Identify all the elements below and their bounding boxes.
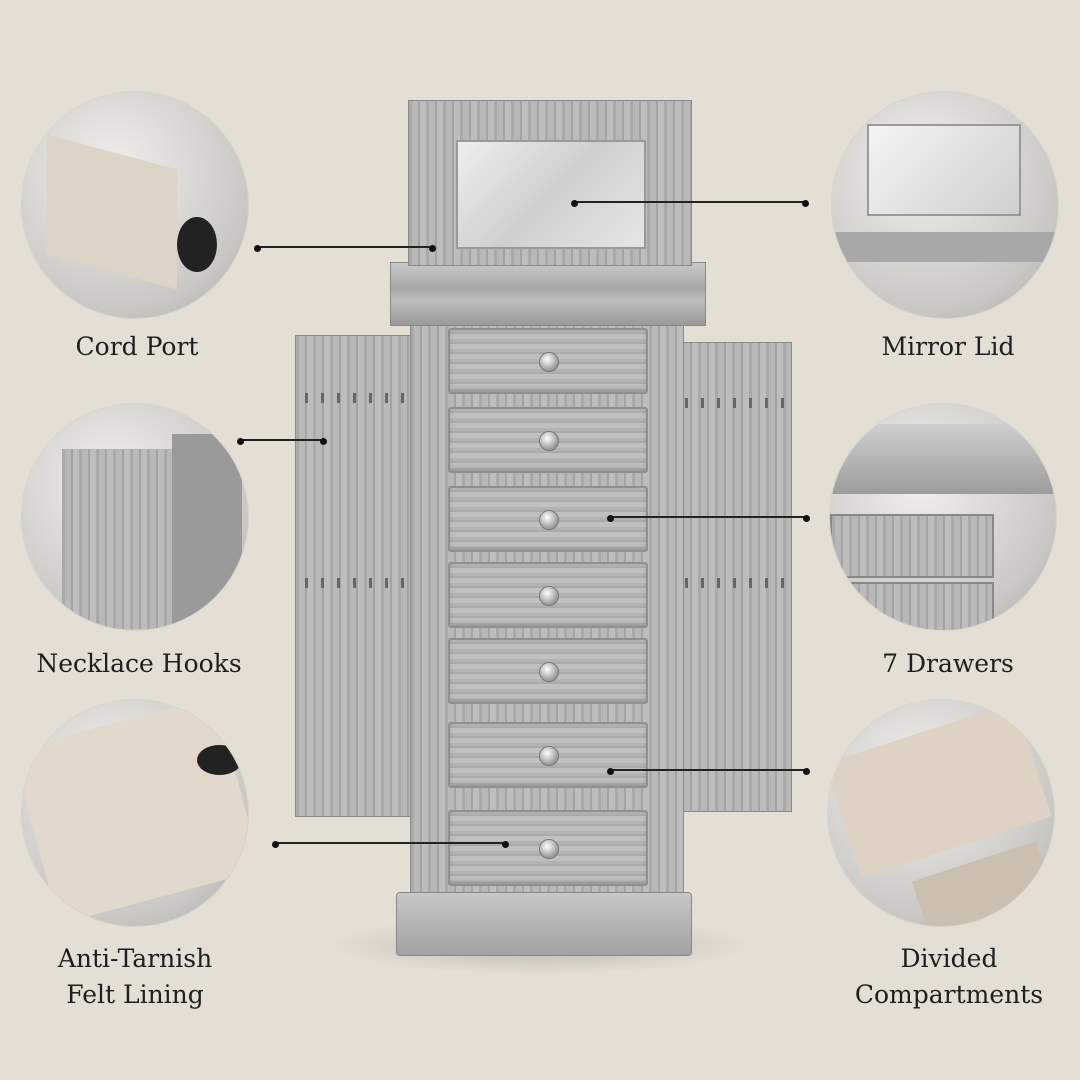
knob-icon [539, 510, 559, 530]
necklace-hooks-image [22, 404, 248, 630]
felt-lining-leader-line [275, 842, 505, 844]
drawer-7[interactable] [448, 810, 648, 886]
leader-dot [803, 514, 810, 522]
drawers-label: 7 Drawers [882, 649, 1014, 678]
mirror-lid-leader-line [574, 201, 806, 203]
crown [390, 262, 706, 326]
leader-dot [802, 199, 809, 207]
felt-lining-label-line2: Felt Lining [66, 980, 204, 1009]
cord-port-image [22, 92, 248, 318]
compartments-image [828, 700, 1054, 926]
left-door [295, 335, 414, 817]
right-door-hooks-top [685, 398, 785, 408]
knob-icon [539, 839, 559, 859]
leader-dot [607, 514, 614, 522]
compartments-leader-line [610, 769, 806, 771]
leader-dot [607, 767, 614, 775]
leader-dot [254, 244, 261, 252]
mirror-lid-label: Mirror Lid [881, 332, 1015, 361]
drawers-leader-line [610, 516, 806, 518]
felt-lining-image [22, 700, 248, 926]
felt-lining-label: Anti-Tarnish Felt Lining [5, 941, 265, 1013]
knob-icon [539, 431, 559, 451]
mirror-lid-image [832, 92, 1058, 318]
necklace-hooks-leader-line [240, 439, 324, 441]
necklace-hooks-label: Necklace Hooks [36, 649, 242, 678]
drawer-1[interactable] [448, 328, 648, 394]
compartments-label-line1: Divided [900, 944, 998, 973]
knob-icon [539, 746, 559, 766]
compartments-label-line2: Compartments [854, 980, 1044, 1009]
leader-dot [502, 840, 509, 848]
drawers-image [830, 404, 1056, 630]
base [396, 892, 692, 956]
mirror [456, 140, 646, 249]
leader-dot [237, 437, 244, 445]
left-door-hooks-bottom [305, 578, 405, 588]
knob-icon [539, 586, 559, 606]
drawer-6[interactable] [448, 722, 648, 788]
right-door [680, 342, 792, 812]
knob-icon [539, 352, 559, 372]
drawer-3[interactable] [448, 486, 648, 552]
compartments-label: Divided Compartments [819, 941, 1079, 1013]
left-door-hooks-top [305, 393, 405, 403]
drawer-4[interactable] [448, 562, 648, 628]
leader-dot [429, 244, 436, 252]
knob-icon [539, 662, 559, 682]
cord-port-label: Cord Port [75, 332, 199, 361]
drawer-5[interactable] [448, 638, 648, 704]
leader-dot [803, 767, 810, 775]
leader-dot [272, 840, 279, 848]
leader-dot [571, 199, 578, 207]
cord-port-leader-line [258, 246, 432, 248]
felt-lining-label-line1: Anti-Tarnish [57, 944, 213, 973]
drawer-2[interactable] [448, 407, 648, 473]
leader-dot [320, 437, 327, 445]
right-door-hooks-bottom [685, 578, 785, 588]
